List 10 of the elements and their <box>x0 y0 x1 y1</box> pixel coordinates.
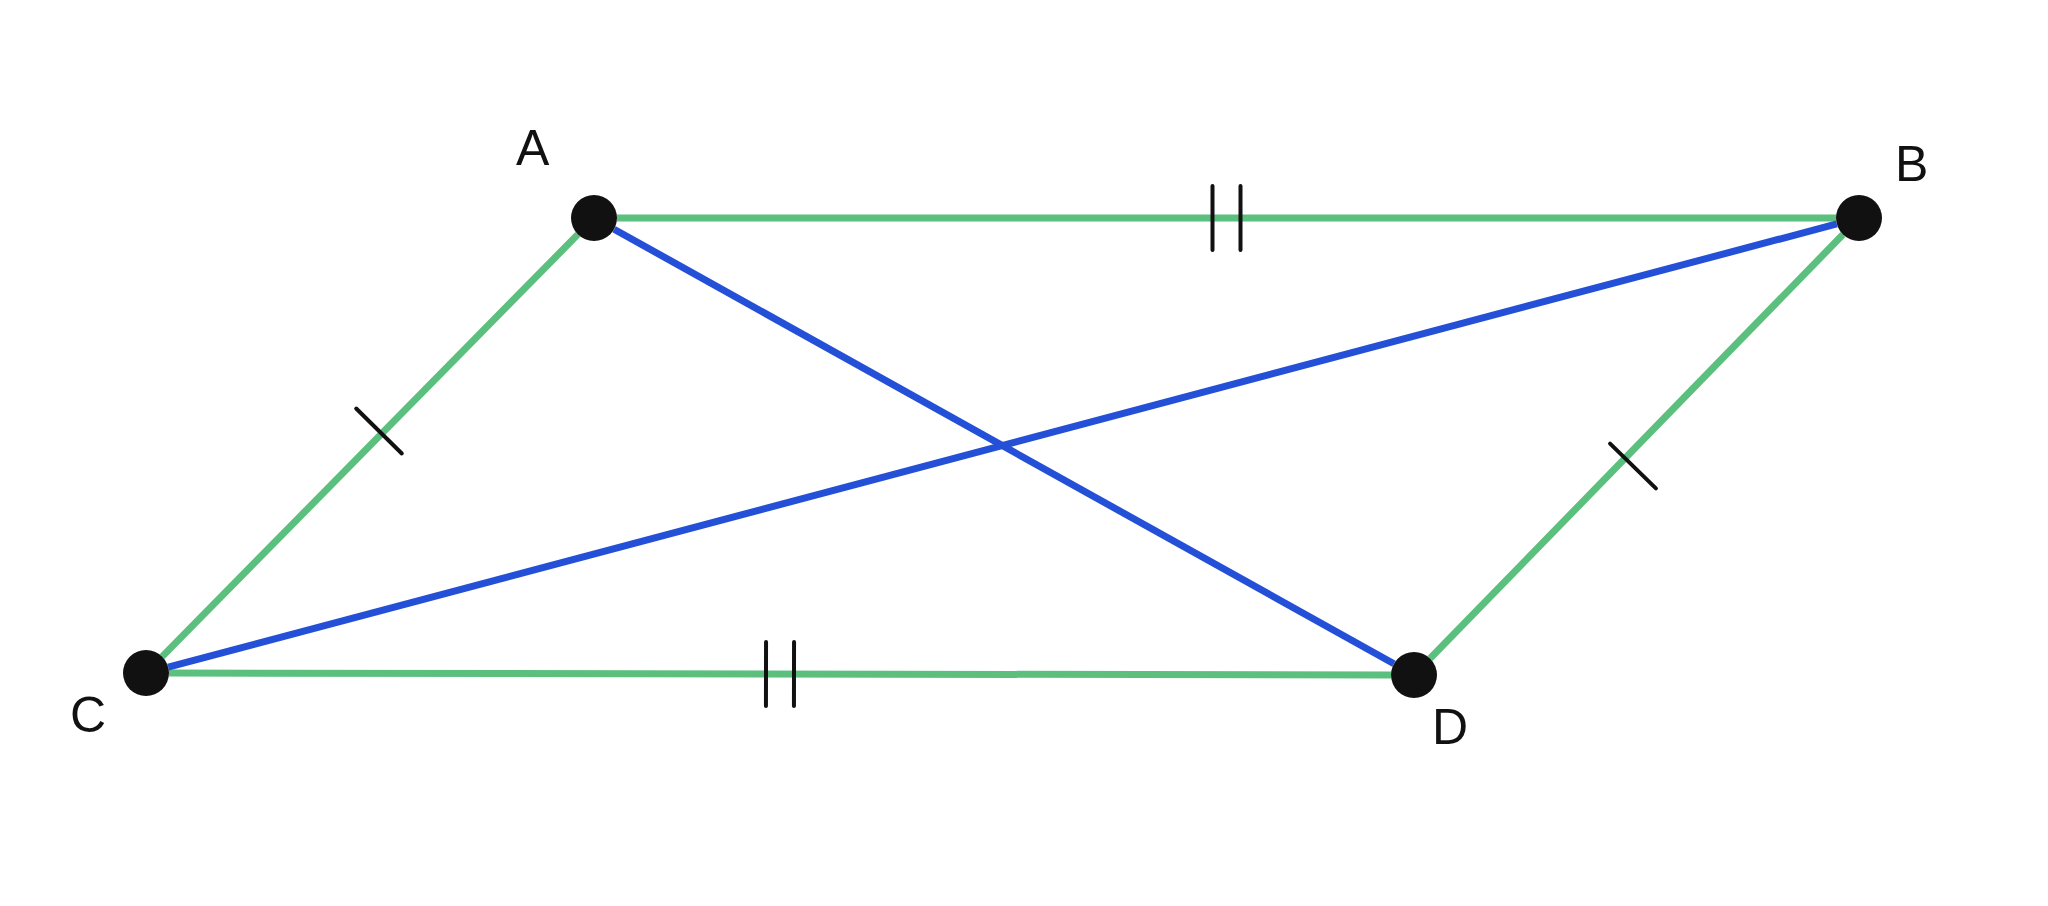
line-segment <box>159 231 581 660</box>
line-segment <box>617 214 1836 222</box>
line-segment <box>167 220 1838 671</box>
line-segment <box>169 669 1391 679</box>
point-label: A <box>516 123 550 173</box>
line-segment <box>1427 232 1846 661</box>
point-label: D <box>1432 702 1469 752</box>
line-segment <box>612 226 1396 667</box>
point-label: C <box>70 690 107 740</box>
point-label: B <box>1895 139 1929 189</box>
